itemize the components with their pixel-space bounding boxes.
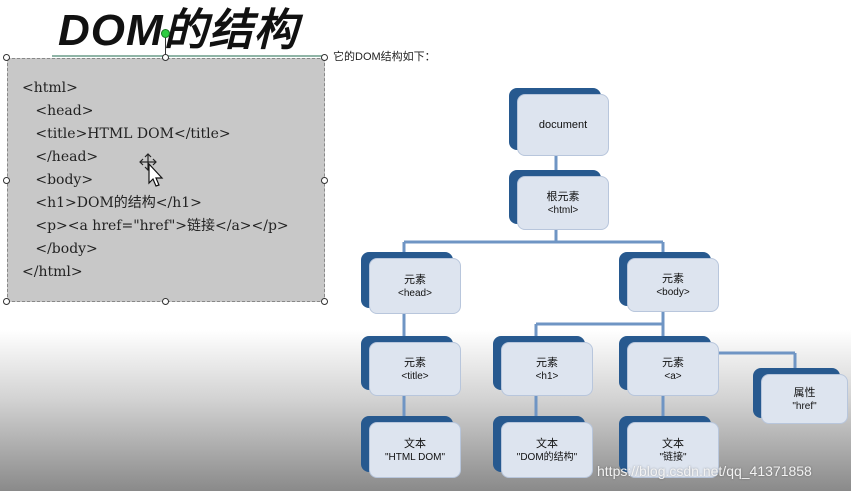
slide-title: DOM的结构 [58,6,299,55]
resize-handle-bottom[interactable] [162,298,169,305]
resize-handle-left[interactable] [3,177,10,184]
resize-handle-bottom-right[interactable] [321,298,328,305]
code-line: <head> [22,103,94,119]
node-label: 文本 [536,437,558,450]
code-line: </body> [22,241,98,257]
code-line: <title>HTML DOM</title> [22,126,231,142]
tree-node-document: document [517,94,609,156]
title-underline [52,55,322,57]
code-lines: <html> <head> <title>HTML DOM</title> </… [22,77,289,284]
code-line: </html> [22,264,83,280]
tree-node-text-a: 文本"链接" [627,422,719,478]
tree-node-attr: 属性"href" [761,374,848,424]
tree-node-body: 元素<body> [627,258,719,312]
resize-handle-top-left[interactable] [3,54,10,61]
watermark: https://blog.csdn.net/qq_41371858 [597,463,812,479]
node-label: document [538,119,588,131]
node-sublabel: <head> [398,287,432,299]
node-sublabel: "链接" [659,451,687,463]
tree-node-h1: 元素<h1> [501,342,593,396]
resize-handle-right[interactable] [321,177,328,184]
code-box[interactable]: <html> <head> <title>HTML DOM</title> </… [7,58,325,302]
tree-node-head: 元素<head> [369,258,461,314]
tree-node-title: 元素<title> [369,342,461,396]
node-sublabel: "DOM的结构" [516,451,578,463]
node-label: 根元素 [546,190,580,203]
code-line: <p><a href="href">链接</a></p> [22,218,289,234]
code-line: <body> [22,172,94,188]
node-label: 元素 [404,356,426,369]
move-cursor-icon [139,153,164,187]
node-sublabel: "HTML DOM" [384,451,446,463]
tree-node-root: 根元素<html> [517,176,609,230]
tree-node-text-title: 文本"HTML DOM" [369,422,461,478]
connector-lines [402,155,797,418]
rotation-handle[interactable] [161,29,170,38]
node-label: 元素 [662,356,684,369]
tree-node-a: 元素<a> [627,342,719,396]
node-label: 元素 [404,273,426,286]
node-label: 文本 [662,437,684,450]
node-sublabel: <html> [547,204,579,216]
code-line: <html> [22,80,78,96]
node-label: 属性 [793,386,816,399]
code-line: </head> [22,149,99,165]
node-sublabel: <h1> [535,370,559,382]
resize-handle-top-right[interactable] [321,54,328,61]
node-label: 元素 [536,356,558,369]
code-line: <h1>DOM的结构</h1> [22,195,202,211]
rotation-stem [165,35,166,55]
node-sublabel: <body> [656,286,690,298]
node-label: 文本 [404,437,426,450]
node-sublabel: "href" [792,400,817,412]
node-label: 元素 [662,272,684,285]
node-sublabel: <a> [664,370,682,382]
slide-caption: 它的DOM结构如下： [333,51,436,63]
resize-handle-bottom-left[interactable] [3,298,10,305]
node-sublabel: <title> [401,370,429,382]
tree-node-text-h1: 文本"DOM的结构" [501,422,593,478]
resize-handle-top[interactable] [162,54,169,61]
